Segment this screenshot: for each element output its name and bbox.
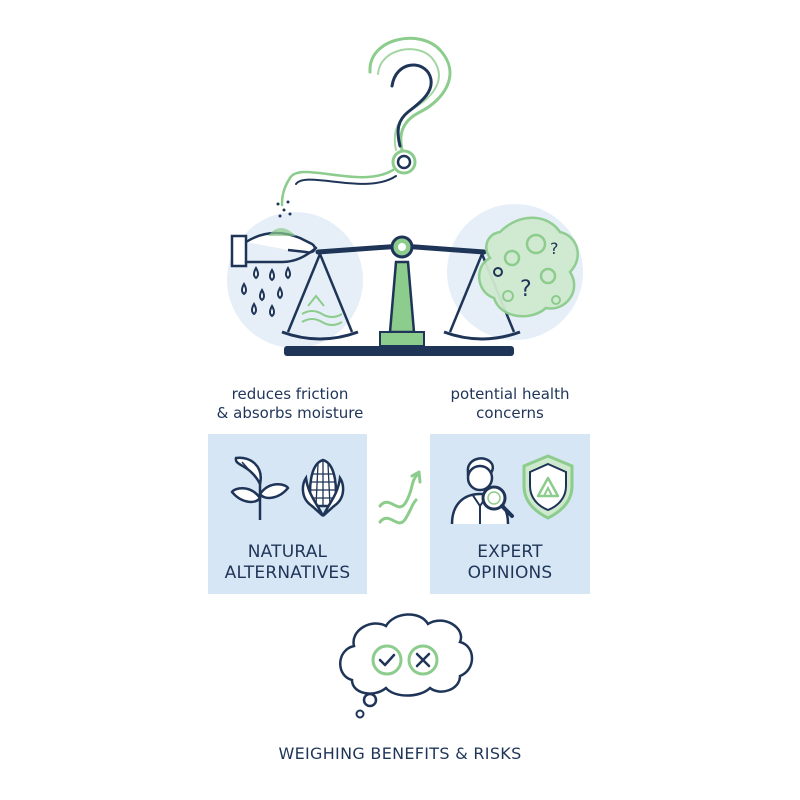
corn-icon bbox=[301, 458, 345, 517]
risk-caption: potential health concerns bbox=[430, 385, 590, 423]
natural-alternatives-line2: ALTERNATIVES bbox=[224, 563, 351, 583]
benefit-caption: reduces friction & absorbs moisture bbox=[210, 385, 370, 423]
cross-icon bbox=[407, 644, 439, 676]
leaf-sprout-icon bbox=[230, 456, 290, 520]
risk-caption-line2: concerns bbox=[476, 404, 544, 422]
shield-icon bbox=[522, 454, 574, 520]
check-icon bbox=[371, 644, 403, 676]
natural-alternatives-title: NATURAL ALTERNATIVES bbox=[208, 542, 367, 584]
natural-alternatives-panel: NATURAL ALTERNATIVES bbox=[208, 434, 367, 594]
squiggle-arrow-icon bbox=[378, 470, 422, 525]
benefit-caption-line2: & absorbs moisture bbox=[216, 404, 364, 422]
svg-text:?: ? bbox=[550, 239, 559, 258]
expert-opinions-line2: OPINIONS bbox=[467, 563, 553, 583]
svg-text:?: ? bbox=[520, 277, 532, 302]
natural-alternatives-line1: NATURAL bbox=[247, 542, 328, 562]
benefit-caption-line1: reduces friction bbox=[231, 385, 349, 403]
risk-caption-line1: potential health bbox=[450, 385, 570, 403]
footer-title: WEIGHING BENEFITS & RISKS bbox=[278, 744, 522, 763]
expert-opinions-panel: EXPERT OPINIONS bbox=[430, 434, 590, 594]
expert-opinions-line1: EXPERT bbox=[477, 542, 543, 562]
magnifier-icon bbox=[481, 485, 514, 518]
expert-opinions-title: EXPERT OPINIONS bbox=[430, 542, 590, 584]
